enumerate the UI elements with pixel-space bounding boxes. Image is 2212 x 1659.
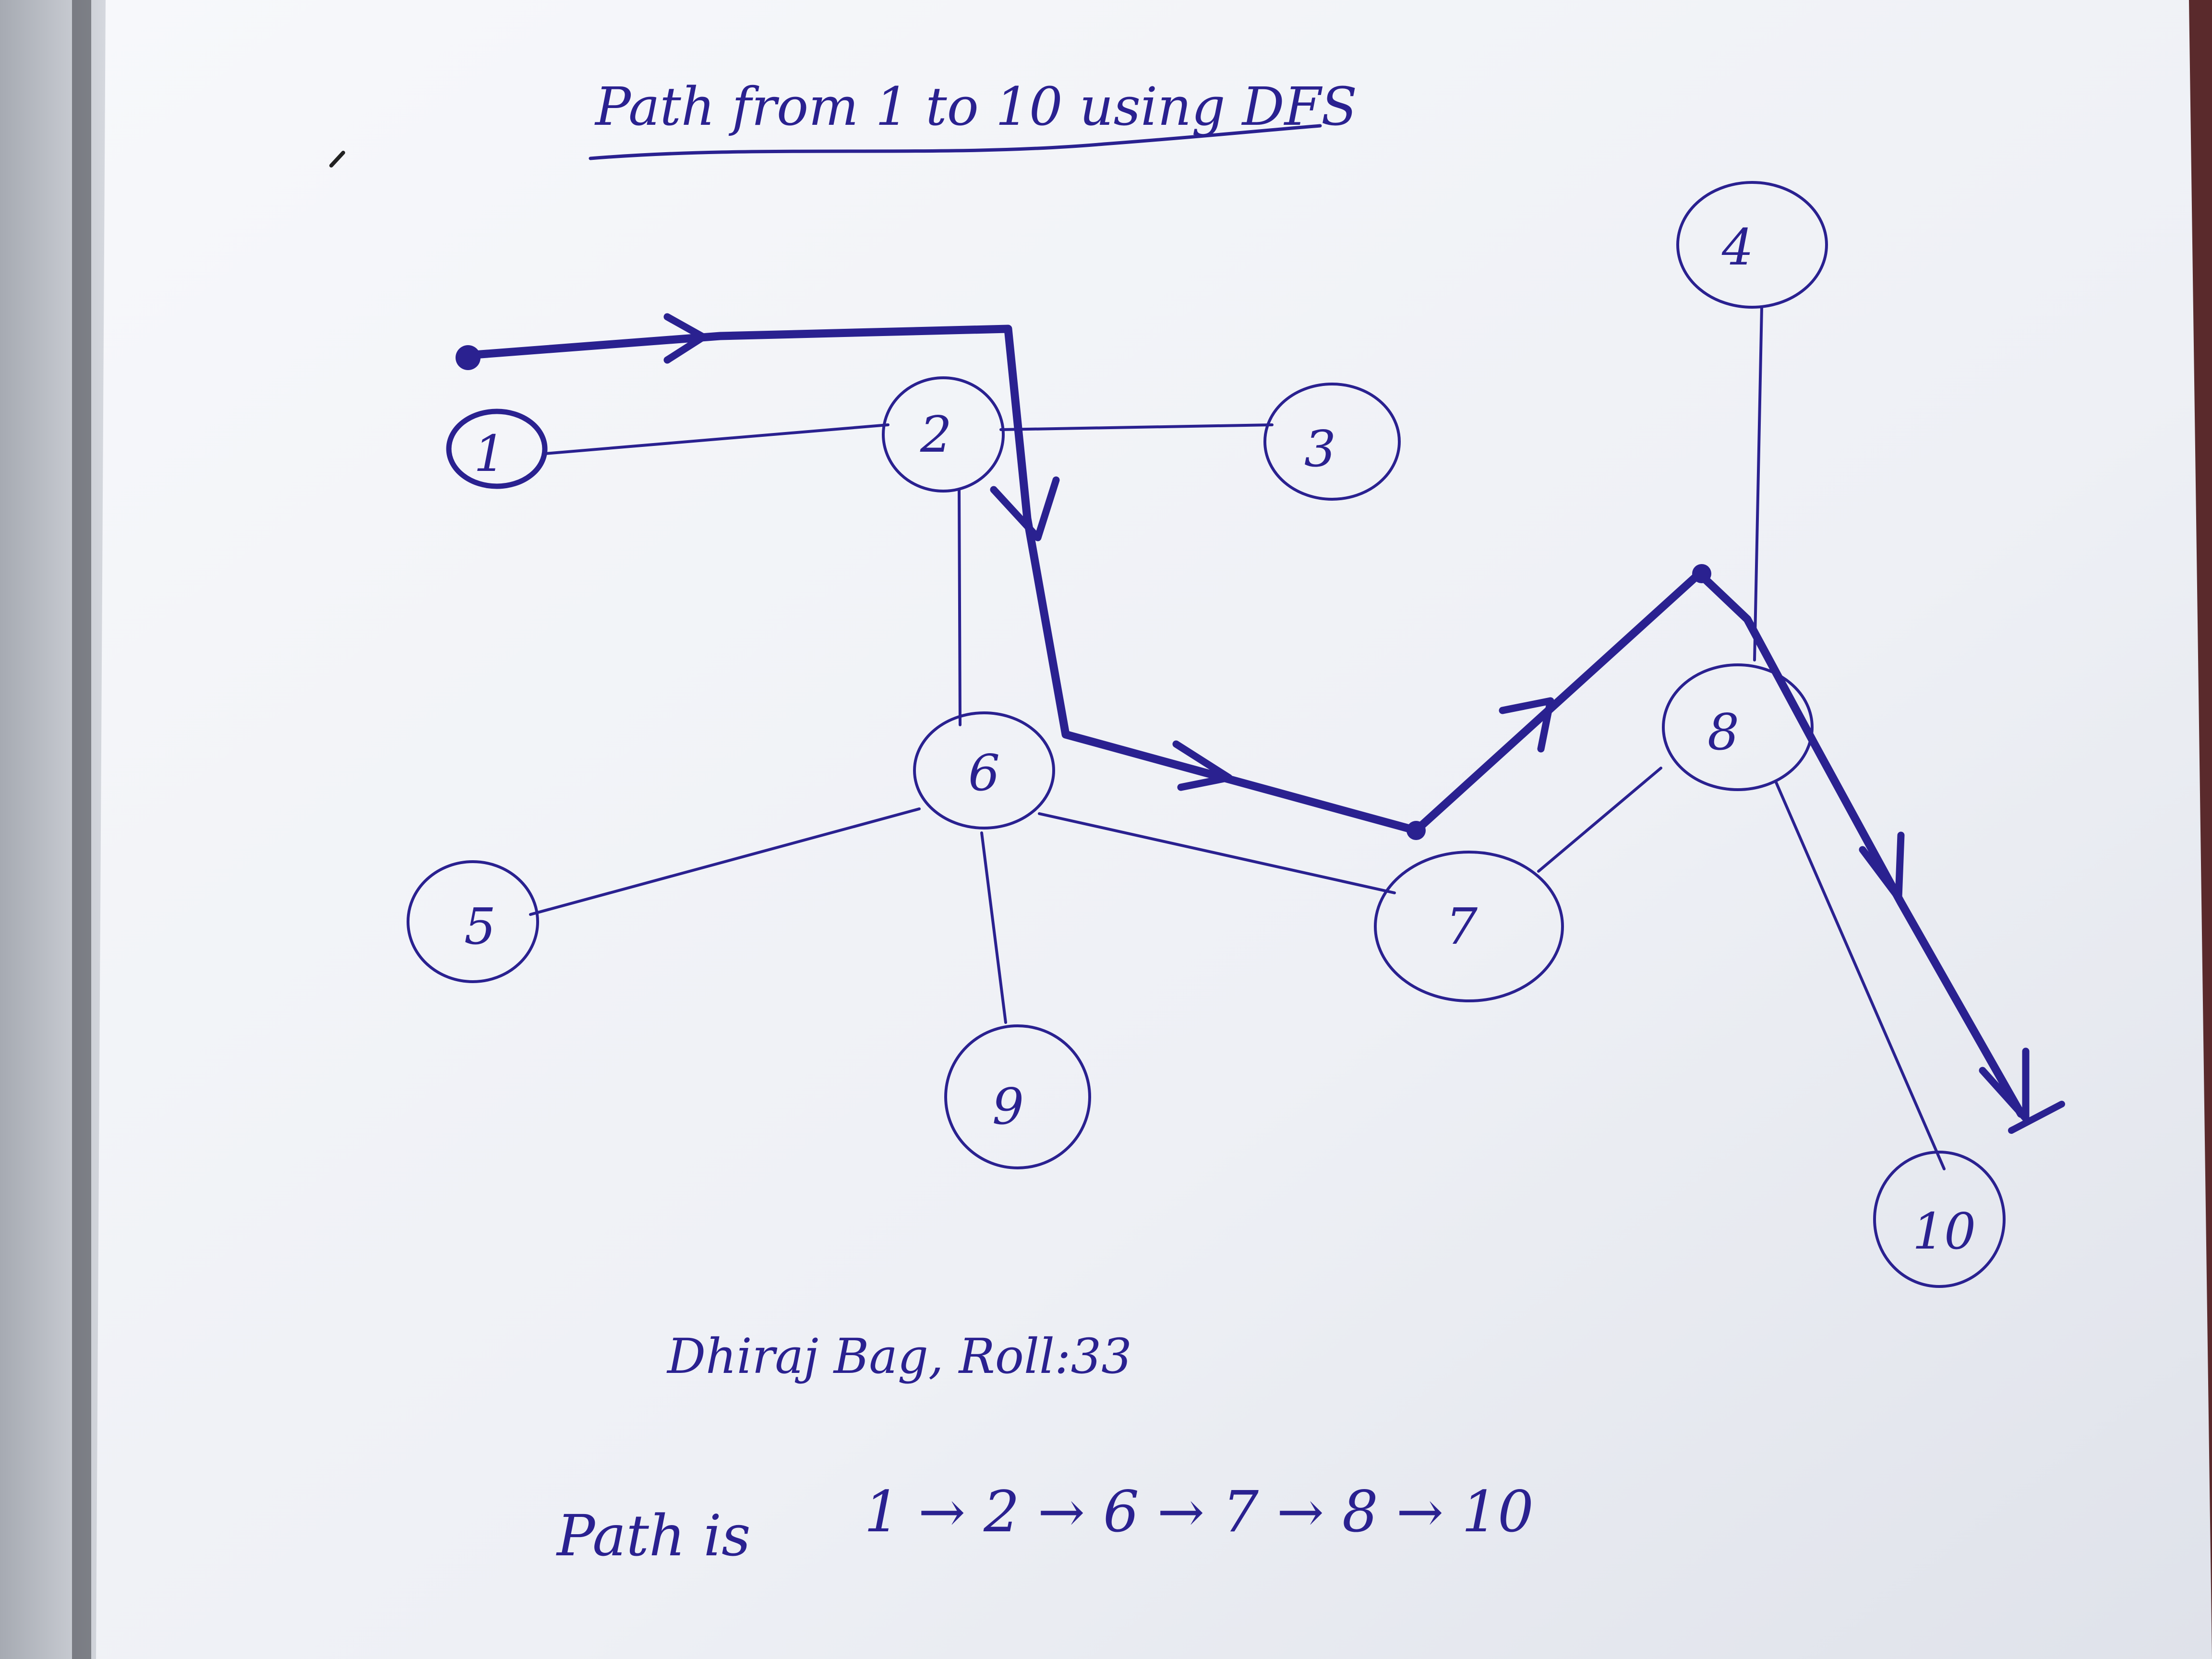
svg-text:1: 1 xyxy=(474,424,505,483)
result-sequence: 1 → 2 → 6 → 7 → 8 → 10 xyxy=(864,1479,1534,1545)
edge-2-3 xyxy=(999,423,1274,431)
edge-8-10 xyxy=(1775,781,1946,1170)
path-end-bar xyxy=(2008,1101,2065,1134)
svg-text:3: 3 xyxy=(1304,420,1336,478)
path-corner-dot xyxy=(1407,821,1426,840)
svg-text:9: 9 xyxy=(992,1077,1024,1136)
node-10: 10 xyxy=(1873,1151,2006,1288)
node-2: 2 xyxy=(882,376,1005,493)
svg-text:2: 2 xyxy=(920,405,952,464)
notebook-spine xyxy=(0,0,110,1659)
result-line: Path is 1 → 2 → 6 → 7 → 8 → 10 xyxy=(556,1479,1534,1569)
arrow-head-5 xyxy=(1859,831,1905,902)
svg-text:7: 7 xyxy=(1446,897,1478,956)
arrow-head-3 xyxy=(1172,740,1233,791)
notebook-binding xyxy=(72,0,91,1659)
node-4: 4 xyxy=(1676,181,1828,309)
title-text: Path from 1 to 10 using DFS xyxy=(594,76,1357,137)
author-signature: Dhiraj Bag, Roll:33 xyxy=(666,1328,1132,1384)
node-6: 6 xyxy=(913,711,1055,830)
paper-page xyxy=(96,0,2212,1659)
edge-6-5 xyxy=(529,807,921,916)
result-label: Path is xyxy=(556,1503,751,1569)
arrow-head-1 xyxy=(663,313,707,364)
edge-2-6 xyxy=(958,488,962,726)
svg-text:10: 10 xyxy=(1912,1202,1976,1261)
node-7: 7 xyxy=(1374,851,1564,1002)
node-1: 1 xyxy=(446,409,548,489)
node-5: 5 xyxy=(407,860,539,983)
diagram-title: Path from 1 to 10 using DFS xyxy=(589,76,1357,160)
svg-text:5: 5 xyxy=(464,897,496,956)
arrow-head-4 xyxy=(1499,697,1554,753)
arrow-head-6 xyxy=(1979,1047,2030,1122)
edge-6-9 xyxy=(980,831,1007,1024)
graph-nodes: 1 2 3 4 5 6 7 8 xyxy=(407,181,2006,1288)
edge-7-8 xyxy=(1537,767,1662,873)
svg-text:4: 4 xyxy=(1721,218,1754,276)
svg-text:6: 6 xyxy=(968,744,1000,802)
edge-1-2 xyxy=(543,423,890,455)
node-3: 3 xyxy=(1263,383,1401,501)
edge-6-7 xyxy=(1038,812,1396,894)
title-underline xyxy=(589,124,1322,160)
edge-8-4 xyxy=(1753,306,1763,661)
dfs-traversal-path xyxy=(456,313,2065,1134)
graph-edges xyxy=(529,306,1946,1170)
svg-text:8: 8 xyxy=(1707,703,1739,761)
path-corner-dot-2 xyxy=(1692,564,1711,583)
node-8: 8 xyxy=(1662,663,1814,791)
node-9: 9 xyxy=(944,1024,1091,1169)
arrow-head-2 xyxy=(990,476,1060,541)
stray-pen-mark xyxy=(329,151,345,168)
